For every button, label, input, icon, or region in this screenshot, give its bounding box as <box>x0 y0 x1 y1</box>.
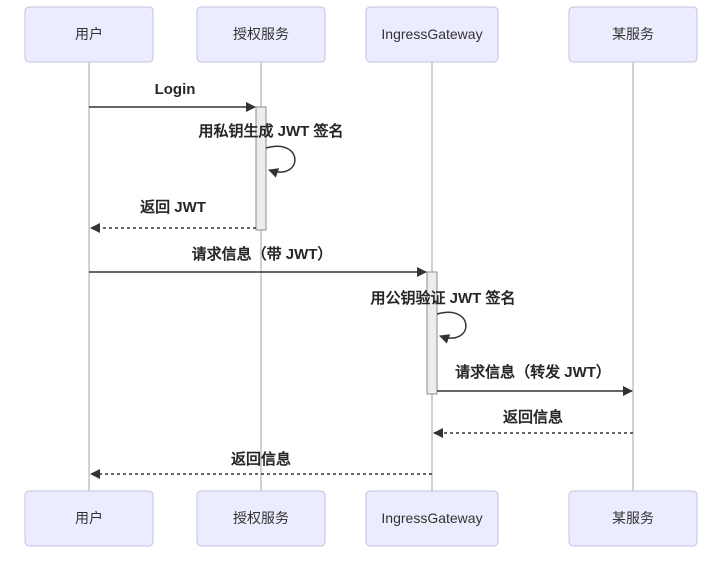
message-selfloop-sign-jwt <box>265 145 296 178</box>
participant-box <box>24 490 154 547</box>
participant-box <box>568 490 698 547</box>
message-label-request-with-jwt: 请求信息（带 JWT） <box>192 245 333 263</box>
message-label-return-info-2: 返回信息 <box>231 450 291 468</box>
participant-label: 某服务 <box>612 510 654 526</box>
message-selfloop-verify-jwt <box>436 311 467 344</box>
message-label-return-jwt: 返回 JWT <box>140 198 206 216</box>
activation-bar-ingress-gateway <box>426 271 438 395</box>
participant-label: 授权服务 <box>233 26 289 42</box>
participant-label: 用户 <box>75 510 103 526</box>
message-label-login: Login <box>155 81 196 98</box>
participant-bottom-auth-service: 授权服务 <box>196 490 326 547</box>
participant-box <box>196 490 326 547</box>
participant-box <box>365 6 499 63</box>
participant-bottom-user: 用户 <box>24 490 154 547</box>
participant-bottom-ingress-gateway: IngressGateway <box>365 490 499 547</box>
participant-label: 用户 <box>75 26 103 42</box>
participant-bottom-some-service: 某服务 <box>568 490 698 547</box>
participant-box <box>24 6 154 63</box>
participant-top-auth-service: 授权服务 <box>196 6 326 63</box>
participant-label: 某服务 <box>612 26 654 42</box>
participant-top-user: 用户 <box>24 6 154 63</box>
participant-box <box>196 6 326 63</box>
participant-box <box>365 490 499 547</box>
message-label-verify-jwt: 用公钥验证 JWT 签名 <box>371 289 516 307</box>
participant-label: 授权服务 <box>233 510 289 526</box>
participant-label: IngressGateway <box>381 510 482 526</box>
participant-box <box>568 6 698 63</box>
message-label-return-info-1: 返回信息 <box>503 408 563 426</box>
activation-bar-auth-service <box>255 106 267 231</box>
participant-label: IngressGateway <box>381 26 482 42</box>
message-label-forward-jwt: 请求信息（转发 JWT） <box>455 363 611 381</box>
participant-top-ingress-gateway: IngressGateway <box>365 6 499 63</box>
message-label-sign-jwt: 用私钥生成 JWT 签名 <box>199 122 344 140</box>
participant-top-some-service: 某服务 <box>568 6 698 63</box>
